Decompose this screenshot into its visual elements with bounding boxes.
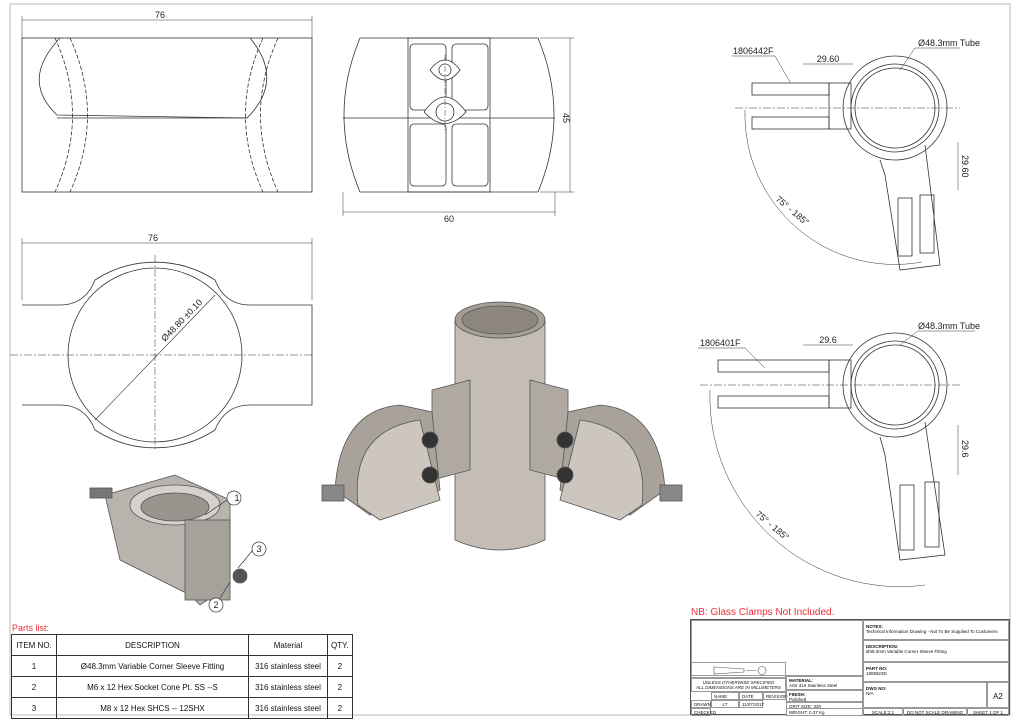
dim-horizontal-lower: 29.6 <box>819 335 837 345</box>
notes-label: NOTES: <box>866 624 884 629</box>
grit-label: GRIT SIZE: <box>789 704 813 709</box>
cell-material: 316 stainless steel <box>248 676 328 698</box>
parts-list-table: ITEM NO. DESCRIPTION Material QTY. 1 Ø48… <box>11 634 353 719</box>
dwg-no-cell: DWG NO: N/A <box>863 682 987 708</box>
dim-vertical-lower: 29.6 <box>960 440 970 458</box>
front-view <box>10 238 313 450</box>
part-no-cell: PART NO: 1806823D <box>863 662 1009 682</box>
dim-width-top-middle: 60 <box>444 214 454 224</box>
notes-value: Technical Information Drawing - Not To B… <box>866 629 998 634</box>
drawn-name: LT <box>711 700 739 708</box>
cell-item: 2 <box>11 676 57 698</box>
cell-material: 316 stainless steel <box>248 697 328 719</box>
table-row: 2 M6 x 12 Hex Socket Cone Pt. SS --S 316… <box>11 676 353 698</box>
cell-material: 316 stainless steel <box>248 655 328 677</box>
callout-balloons <box>204 490 267 613</box>
description-value: Ø48.3mm Variable Corner Sleeve Fitting <box>866 649 947 654</box>
small-isometric-view <box>89 474 248 606</box>
dims-mm-text: ALL DIMENSIONS ARE IN MILLIMETERS <box>695 685 782 690</box>
drawn-date: 11/07/2017 <box>739 700 764 708</box>
part-ref-upper: 1806442F <box>733 46 774 56</box>
blank-area <box>691 620 863 676</box>
detail-view-lower <box>698 330 975 587</box>
dim-horizontal-upper: 29.60 <box>817 54 840 64</box>
dim-vertical-upper: 29.60 <box>960 155 970 178</box>
finish-label: FINISH: <box>789 692 806 697</box>
material-cell: MATERIAL: AISI 316 Stainless Steel <box>786 676 863 690</box>
notes-cell: NOTES: Technical Information Drawing - N… <box>863 620 1009 640</box>
drawn-label: DRAWN <box>691 700 711 708</box>
col-name: NAME <box>711 692 739 700</box>
balloon-3: 3 <box>256 544 261 554</box>
side-view <box>21 16 313 193</box>
sheet-number: SHEET 1 OF 1 <box>967 708 1009 716</box>
dwg-no-label: DWG NO: <box>866 686 887 691</box>
units-note: UNLESS OTHERWISE SPECIFIED ALL DIMENSION… <box>691 678 786 692</box>
do-not-scale: DO NOT SCALE DRAWING <box>903 708 967 716</box>
col-date: DATE <box>739 692 763 700</box>
scale: SCALE:2:1 <box>863 708 903 716</box>
weight-value: 0.37 <box>809 710 818 715</box>
glass-clamps-note: NB: Glass Clamps Not Included. <box>691 607 835 618</box>
header-description: DESCRIPTION <box>56 634 249 656</box>
cell-description: M8 x 12 Hex SHCS -- 12SHX <box>56 697 249 719</box>
material-label: MATERIAL: <box>789 678 814 683</box>
finish-cell: FINISH: Polished <box>786 690 863 702</box>
cell-qty: 2 <box>327 697 353 719</box>
top-view <box>342 37 574 216</box>
dim-diameter-front: Ø48.80 ±0.10 <box>159 297 204 343</box>
table-row: 1 Ø48.3mm Variable Corner Sleeve Fitting… <box>11 655 353 677</box>
cell-description: M6 x 12 Hex Socket Cone Pt. SS --S <box>56 676 249 698</box>
cell-item: 1 <box>11 655 57 677</box>
unless-text: UNLESS OTHERWISE SPECIFIED <box>702 680 775 685</box>
part-no-label: PART NO: <box>866 666 888 671</box>
parts-list-title: Parts list: <box>12 623 50 633</box>
weight-cell: WEIGHT: 0.37 Kg <box>786 708 863 716</box>
table-row: 3 M8 x 12 Hex SHCS -- 12SHX 316 stainles… <box>11 697 353 719</box>
col-revision: REVISION <box>763 692 788 700</box>
detail-view-upper <box>732 47 960 271</box>
description-label: DESCRIPTION: <box>866 644 899 649</box>
grit-value: 320 <box>813 704 821 709</box>
weight-unit: Kg <box>819 710 825 715</box>
header-material: Material <box>248 634 328 656</box>
dim-width-top-left: 76 <box>155 10 165 20</box>
header-item-no: ITEM NO. <box>11 634 57 656</box>
part-no-value: 1806823D <box>866 671 887 676</box>
large-isometric-view <box>321 301 683 551</box>
tube-label-lower: Ø48.3mm Tube <box>918 321 980 331</box>
dim-width-front: 76 <box>148 233 158 243</box>
part-ref-lower: 1806401F <box>700 338 741 348</box>
tube-label-upper: Ø48.3mm Tube <box>918 38 980 48</box>
material-value: AISI 316 Stainless Steel <box>789 683 838 688</box>
table-header-row: ITEM NO. DESCRIPTION Material QTY. <box>11 634 353 656</box>
angle-upper: 75° - 185° <box>774 194 812 228</box>
dwg-no-value: N/A <box>866 691 874 696</box>
projection-symbol <box>691 662 786 678</box>
checked-label: CHECKED <box>691 708 716 716</box>
header-qty: QTY. <box>327 634 353 656</box>
finish-value: Polished <box>789 697 807 702</box>
cell-qty: 2 <box>327 655 353 677</box>
title-block: NOTES: Technical Information Drawing - N… <box>690 619 1010 716</box>
cell-item: 3 <box>11 697 57 719</box>
sheet-size: A2 <box>987 682 1009 708</box>
balloon-2: 2 <box>213 600 218 610</box>
dim-height-top-middle: 45 <box>561 113 571 123</box>
weight-label: WEIGHT: <box>789 710 808 715</box>
description-cell: DESCRIPTION: Ø48.3mm Variable Corner Sle… <box>863 640 1009 662</box>
balloon-1: 1 <box>234 493 239 503</box>
cell-description: Ø48.3mm Variable Corner Sleeve Fitting <box>56 655 249 677</box>
cell-qty: 2 <box>327 676 353 698</box>
